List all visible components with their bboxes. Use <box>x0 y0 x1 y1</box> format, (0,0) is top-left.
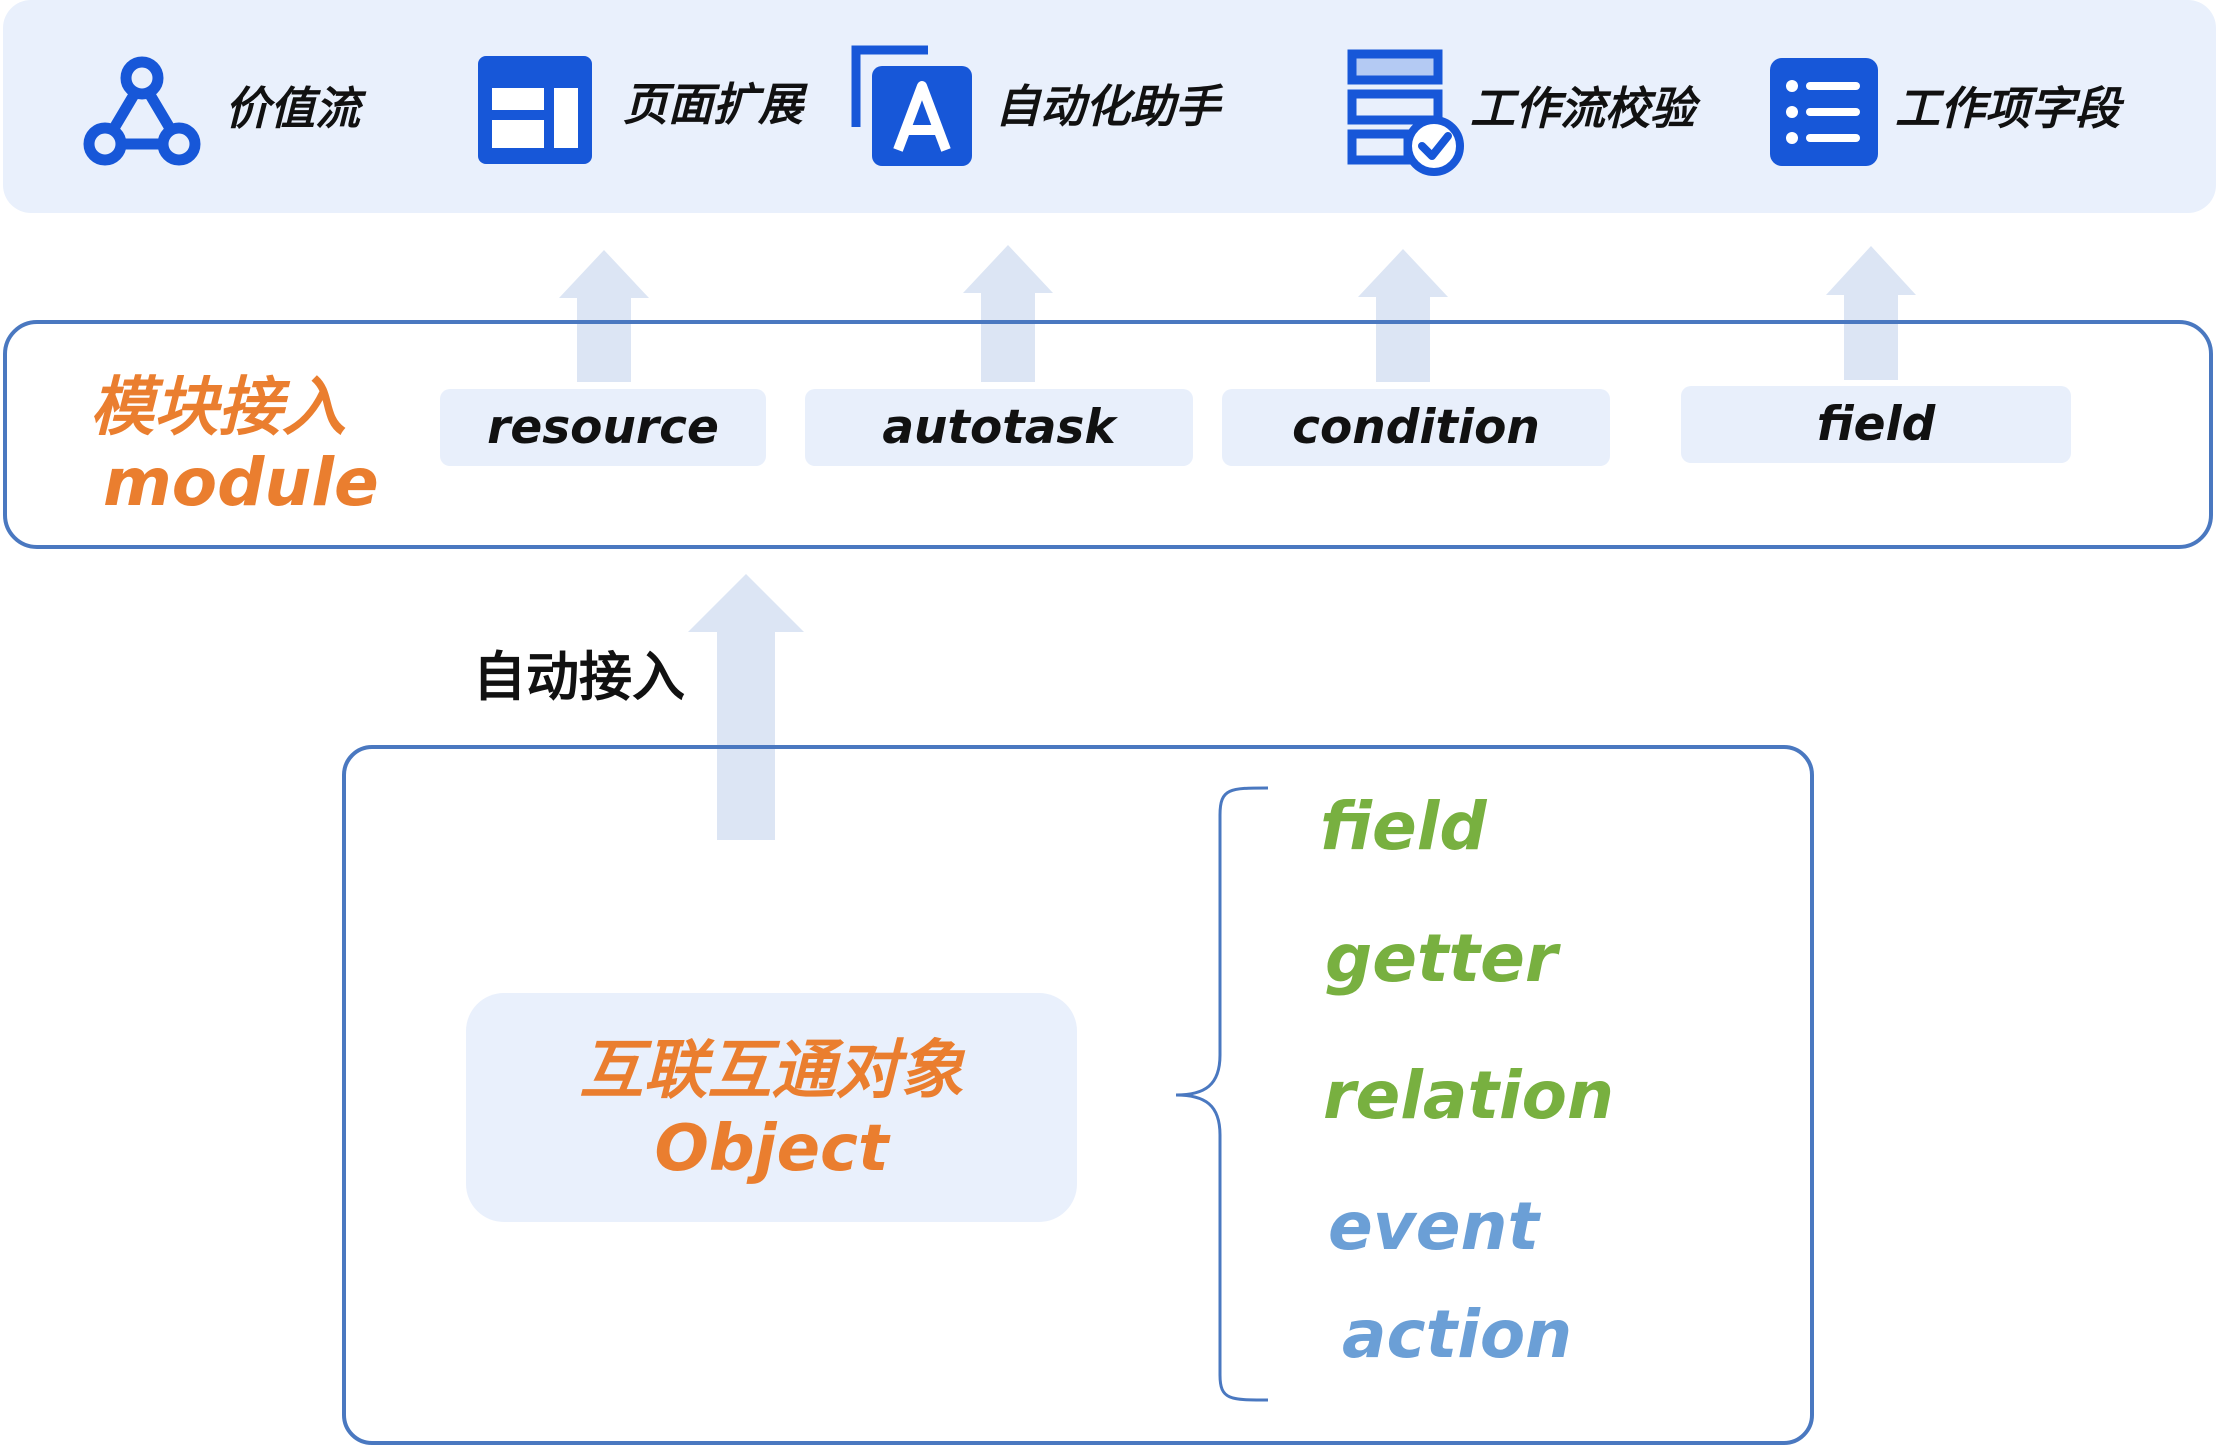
feature-label-workflow-validation: 工作流校验 <box>1470 82 1696 135</box>
member-event: event <box>1328 1188 1540 1265</box>
module-container <box>3 320 2213 549</box>
arrow-autotask <box>963 245 1053 382</box>
auto-access-label: 自动接入 <box>473 647 685 708</box>
webhook-icon <box>83 56 201 166</box>
arrow-condition <box>1358 249 1448 382</box>
member-getter: getter <box>1325 920 1558 997</box>
feature-label-value-stream: 价值流 <box>225 82 361 135</box>
page-layout-icon <box>478 56 592 164</box>
arrow-auto-access <box>688 574 804 840</box>
chip-field: field <box>1681 386 2071 463</box>
chip-resource: resource <box>440 389 766 466</box>
workflow-check-icon <box>1347 49 1464 176</box>
object-title-cn: 互联互通对象 <box>579 1034 964 1108</box>
member-brace <box>1175 786 1269 1402</box>
arrow-resource <box>559 250 649 382</box>
object-title-en: Object <box>654 1112 889 1186</box>
automation-a-icon <box>851 45 972 166</box>
object-card: 互联互通对象 Object <box>466 993 1077 1222</box>
chip-condition: condition <box>1222 389 1610 466</box>
chip-autotask: autotask <box>805 389 1193 466</box>
module-title-cn: 模块接入 <box>90 371 346 445</box>
member-action: action <box>1342 1296 1573 1373</box>
feature-label-work-item-field: 工作项字段 <box>1895 82 2121 135</box>
feature-label-automation-assistant: 自动化助手 <box>995 80 1221 133</box>
member-relation: relation <box>1323 1057 1614 1134</box>
member-field: field <box>1320 788 1487 865</box>
module-title-en: module <box>103 444 379 521</box>
list-icon <box>1770 58 1878 166</box>
arrow-field <box>1826 246 1916 380</box>
feature-label-page-extension: 页面扩展 <box>623 78 804 131</box>
